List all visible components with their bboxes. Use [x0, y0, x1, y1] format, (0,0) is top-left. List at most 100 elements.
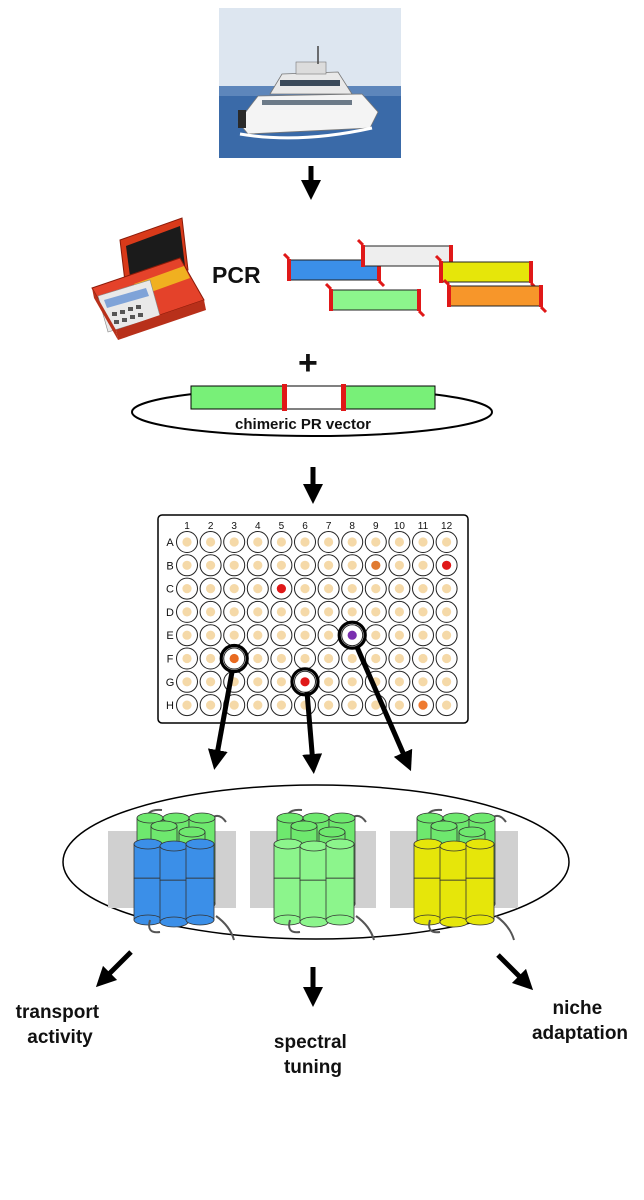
- protein-loop: [355, 915, 375, 941]
- plus-sign: +: [298, 344, 318, 382]
- plate-well: [317, 647, 340, 670]
- plate-well: [388, 554, 411, 577]
- plate-well: [294, 647, 316, 670]
- plate-well: [341, 600, 364, 623]
- rhodopsin-variants: [62, 784, 570, 941]
- insert-red-left: [282, 384, 287, 411]
- plate-well: [176, 694, 198, 717]
- helix-cylinder: [325, 838, 355, 926]
- plate-well: [270, 647, 293, 670]
- vector-green-right: [342, 385, 436, 410]
- plate-well: [364, 647, 387, 670]
- plate-well: [412, 577, 434, 600]
- plate-well: [176, 577, 198, 600]
- pcr-fragment: [356, 238, 458, 274]
- outcome-spectral-tuning: spectral tuning: [274, 1032, 352, 1078]
- plate-column-label: 8: [349, 521, 355, 532]
- plate-well: [412, 554, 434, 577]
- plate-well: [412, 600, 434, 623]
- plate-well: [412, 531, 434, 553]
- plate-well: [317, 670, 340, 693]
- plate-well: [270, 531, 293, 553]
- plate-row-label: E: [166, 630, 173, 642]
- plate-column-label: 3: [231, 521, 237, 532]
- helix-cylinder: [133, 838, 163, 926]
- plate-well: [388, 647, 411, 670]
- helix-bundle: [133, 808, 235, 941]
- plate-well: [317, 600, 340, 623]
- plate-well: [388, 624, 411, 647]
- plate-well: [199, 531, 222, 553]
- plate-well: [270, 600, 293, 623]
- boat-photo: [219, 8, 401, 158]
- outcome-transport-activity: transport activity: [16, 1002, 105, 1048]
- plate-well: [388, 577, 411, 600]
- selected-well-ring: [219, 643, 249, 674]
- plate-column-label: 2: [208, 521, 214, 532]
- plate-row-label: C: [166, 584, 174, 596]
- down-arrow-icon: [354, 646, 413, 772]
- plate-well: [435, 694, 458, 717]
- plate-well: [412, 624, 434, 647]
- plate-well: [223, 624, 246, 647]
- plate-well: [223, 554, 246, 577]
- plate-well: [412, 694, 434, 717]
- helix-cylinder: [159, 840, 189, 928]
- pcr-fragment: [442, 278, 548, 314]
- helix-bundle: [273, 808, 375, 941]
- plate-well: [294, 624, 316, 647]
- plate-well: [317, 577, 340, 600]
- selection-arrows: [207, 646, 413, 774]
- protein-loop: [495, 915, 515, 941]
- plate-well: [364, 531, 387, 553]
- plate-well: [199, 647, 222, 670]
- plate-well: [294, 670, 316, 693]
- plate-well: [317, 531, 340, 553]
- plate-column-label: 4: [255, 521, 261, 532]
- plate-well: [246, 531, 269, 553]
- plate-well: [223, 647, 246, 670]
- plate-well: [388, 670, 411, 693]
- helix-cylinder: [185, 838, 215, 926]
- plate-well: [294, 554, 316, 577]
- plate-well: [435, 577, 458, 600]
- pcr-fragment: [282, 252, 386, 288]
- plate-well: [435, 647, 458, 670]
- plate-row-label: D: [166, 607, 174, 619]
- plate-well: [435, 624, 458, 647]
- plate-column-label: 6: [302, 521, 308, 532]
- plate-well: [176, 531, 198, 553]
- thermocycler-icon: [91, 217, 206, 340]
- plate-well: [435, 554, 458, 577]
- insert-red-right: [341, 384, 346, 411]
- plate-row-label: G: [166, 677, 175, 689]
- plate-well: [341, 531, 364, 553]
- plate-well: [435, 670, 458, 693]
- plate-well: [317, 554, 340, 577]
- plate-well: [294, 531, 316, 553]
- plate-column-label: 11: [418, 521, 429, 532]
- outcome-arrows: [95, 950, 534, 1007]
- plate-well: [199, 600, 222, 623]
- helix-cylinder: [413, 838, 443, 926]
- down-arrow-icon: [302, 691, 323, 774]
- plate-well: [246, 647, 269, 670]
- plate-well: [341, 694, 364, 717]
- pcr-fragments: [282, 238, 548, 318]
- protein-loop: [428, 919, 441, 934]
- plate-well: [199, 577, 222, 600]
- plate-well: [223, 600, 246, 623]
- protein-loop: [215, 915, 235, 941]
- plate-well: [341, 577, 364, 600]
- plate-well: [412, 647, 434, 670]
- plate-well: [388, 531, 411, 553]
- plate-well: [270, 554, 293, 577]
- plate-well: [246, 670, 269, 693]
- outcome-niche-adaptation: niche adaptation: [532, 998, 628, 1044]
- plate-row-label: A: [166, 537, 174, 549]
- plate-well: [270, 694, 293, 717]
- plate-well: [341, 554, 364, 577]
- plate-well: [435, 531, 458, 553]
- plate-well: [246, 694, 269, 717]
